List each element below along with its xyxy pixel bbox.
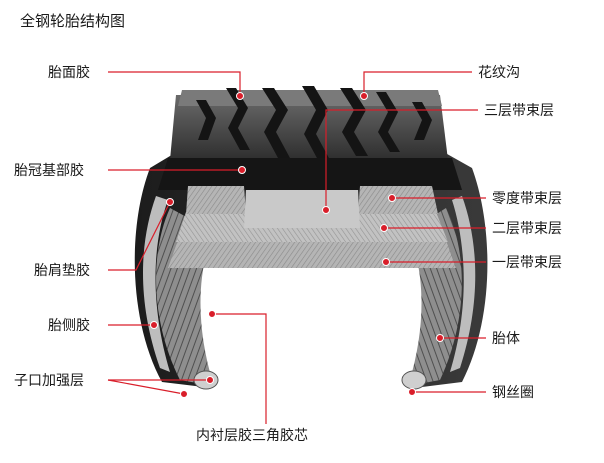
label-belt-3: 三层带束层	[484, 103, 554, 119]
leader-chafer-2	[107, 379, 185, 395]
dot-crown-base	[238, 166, 246, 174]
label-shoulder-pad: 胎肩垫胶	[34, 262, 90, 279]
label-chafer: 子口加强层	[14, 373, 84, 389]
dot-bead-wire	[408, 388, 416, 396]
belt-layer-0-right	[358, 186, 438, 214]
crown-base-rubber	[158, 158, 462, 190]
label-liner-apex: 内衬层胶三角胶芯	[196, 427, 308, 444]
label-belt-1: 一层带束层	[492, 255, 562, 271]
label-bead-wire: 钢丝圈	[492, 385, 534, 401]
shoulder-pad-strip	[143, 196, 170, 372]
dot-belt-3	[322, 206, 330, 214]
leader-liner-apex	[212, 313, 267, 424]
leader-dots	[150, 92, 444, 398]
leader-shoulder-pad	[108, 201, 171, 271]
tire-illustration	[134, 86, 488, 390]
label-crown-base: 胎冠基部胶	[14, 162, 84, 179]
label-tread-groove: 花纹沟	[478, 65, 520, 81]
dot-sidewall	[150, 321, 158, 329]
dot-tread-groove	[360, 92, 368, 100]
label-tread-rubber: 胎面胶	[48, 64, 90, 81]
label-belt-0: 零度带束层	[492, 191, 562, 207]
label-sidewall: 胎侧胶	[48, 317, 90, 334]
dot-liner-apex	[208, 310, 216, 318]
label-belt-2: 二层带束层	[492, 221, 562, 237]
belt-layer-3	[244, 190, 360, 228]
dot-tread-rubber	[236, 92, 244, 100]
dot-belt-2	[380, 224, 388, 232]
shoulder-pad-strip-right	[450, 196, 476, 372]
leader-tread-rubber	[108, 71, 241, 96]
dot-carcass	[436, 334, 444, 342]
labels: 胎面胶 花纹沟 三层带束层 胎冠基部胶 零度带束层 二层带束层 胎肩垫胶 一层带…	[14, 64, 562, 444]
leader-tread-groove	[363, 71, 472, 96]
leader-lines	[107, 71, 486, 424]
belt-layer-1	[168, 240, 456, 268]
dot-belt-1	[382, 258, 390, 266]
dot-belt-0	[388, 194, 396, 202]
dot-chafer	[206, 376, 214, 384]
leader-belt-3	[325, 109, 478, 210]
diagram-title: 全钢轮胎结构图	[20, 12, 125, 30]
label-carcass: 胎体	[492, 331, 520, 347]
bead-right	[401, 370, 427, 390]
belt-layer-0	[186, 186, 246, 214]
dot-chafer-2	[180, 390, 188, 398]
dot-shoulder-pad	[166, 198, 174, 206]
tread-grooves	[196, 86, 432, 160]
